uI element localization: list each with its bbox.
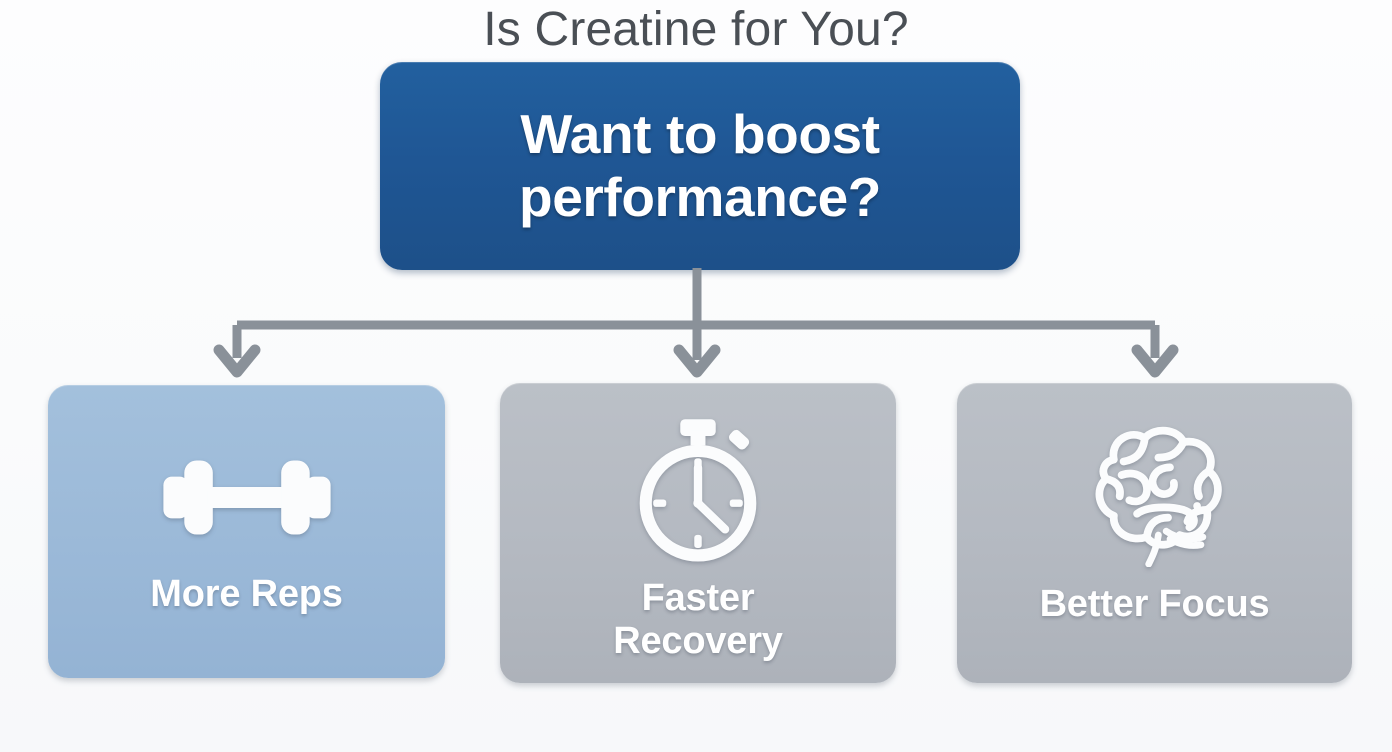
card-label-line1: More Reps <box>150 573 343 615</box>
root-decision-box[interactable]: Want to boost performance? <box>380 62 1020 270</box>
connector-arrowheads <box>213 344 1179 378</box>
card-label-line2: Recovery <box>613 619 783 662</box>
root-decision-line1: Want to boost <box>520 103 880 166</box>
outcome-card-more-reps[interactable]: More Reps <box>48 385 445 678</box>
outcome-card-label-better-focus: Better Focus <box>957 583 1352 626</box>
outcome-card-faster-recovery[interactable]: Faster Recovery <box>500 383 896 683</box>
root-decision-line2: performance? <box>519 166 881 228</box>
arrow-head-right-icon <box>1131 344 1179 378</box>
root-decision-text: Want to boost performance? <box>493 103 907 228</box>
outcome-card-label-more-reps: More Reps <box>48 573 445 616</box>
brain-icon-glyph <box>1095 426 1222 567</box>
brain-icon <box>1077 417 1232 567</box>
arrow-head-center-icon <box>673 344 721 378</box>
stopwatch-icon-glyph <box>639 419 757 562</box>
card-label-line1: Better Focus <box>1039 583 1270 625</box>
arrow-head-left-icon <box>213 344 261 378</box>
dumbbell-icon <box>152 437 342 557</box>
page-title: Is Creatine for You? <box>483 3 909 56</box>
dumbbell-icon-glyph <box>162 459 331 535</box>
outcome-card-better-focus[interactable]: Better Focus <box>957 383 1352 683</box>
card-label-line1: Faster <box>641 577 755 619</box>
outcome-card-label-faster-recovery: Faster Recovery <box>500 577 896 662</box>
stopwatch-icon <box>628 417 768 567</box>
connector-lines <box>232 268 1160 360</box>
